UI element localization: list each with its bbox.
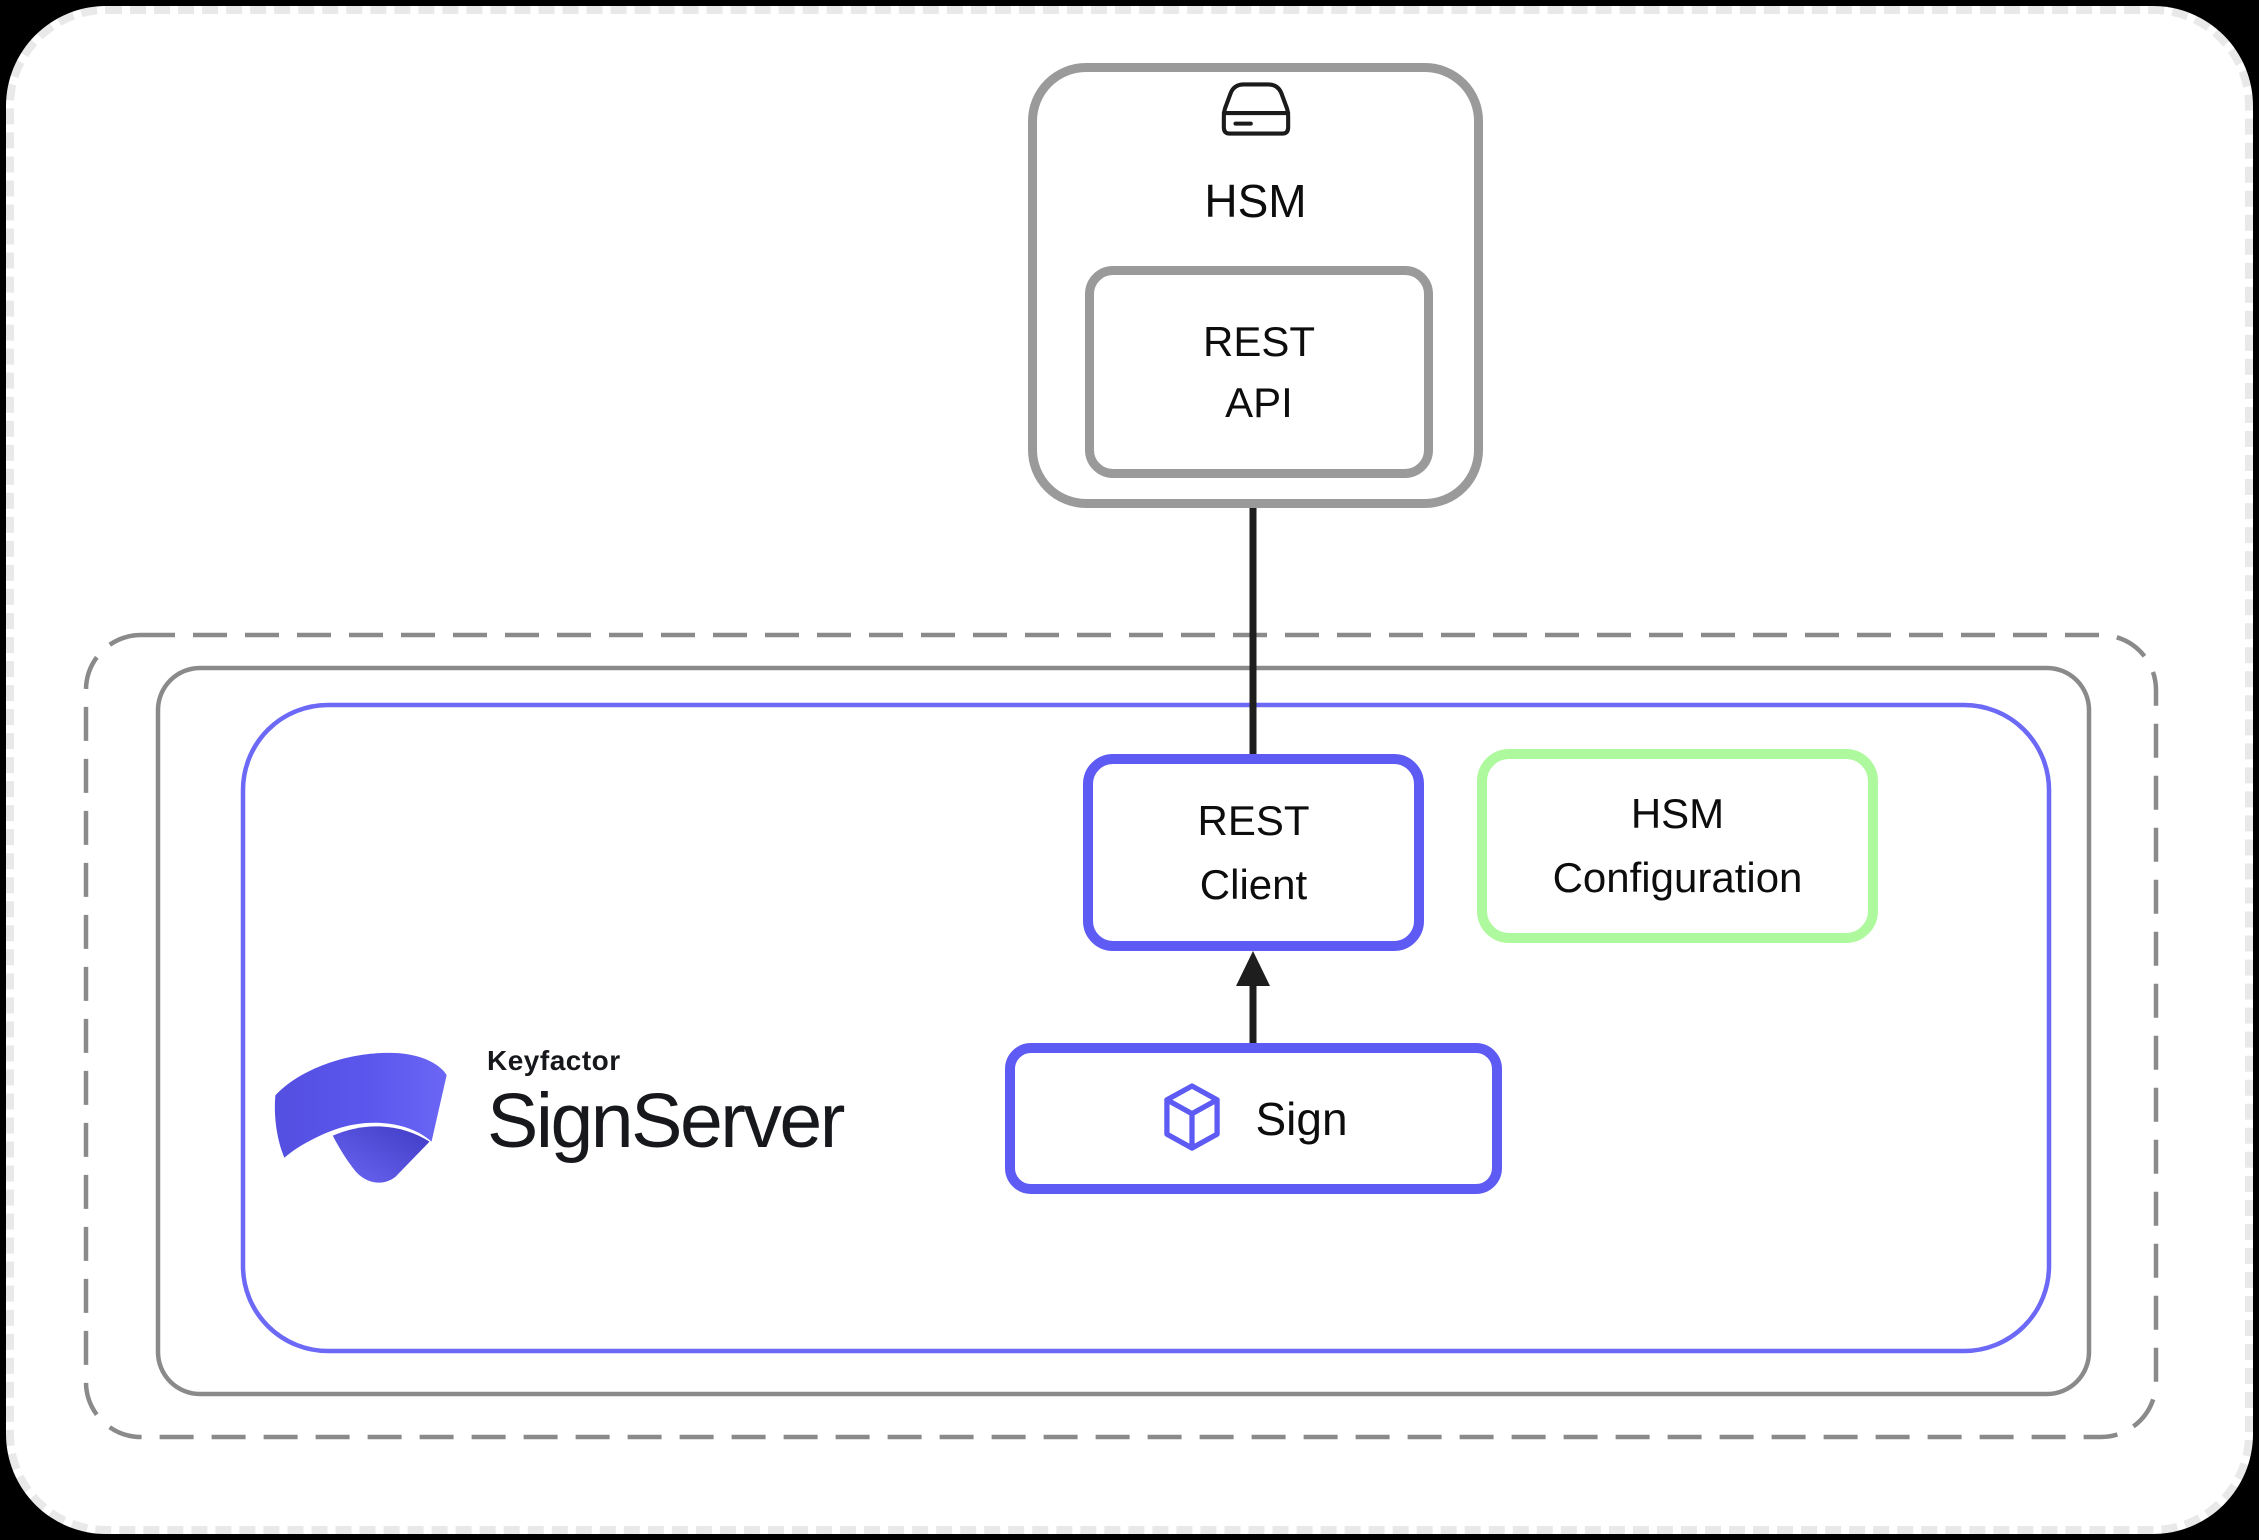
cube-icon	[1164, 1082, 1221, 1151]
signserver-app-container-box	[240, 702, 2052, 1354]
rest-api-label-line2: API	[1225, 379, 1293, 426]
hsm-configuration-label-line1: HSM	[1630, 790, 1725, 837]
rest-client-label-line1: REST	[1197, 796, 1310, 844]
sign-box: Sign	[1005, 1043, 1502, 1194]
drive-icon	[1221, 82, 1290, 136]
rest-api-box: REST API	[1085, 266, 1433, 478]
hsm-icon-wrap	[1037, 78, 1474, 140]
rest-client-box: REST Client	[1083, 754, 1424, 951]
keyfactor-signserver-logo: Keyfactor SignServer	[487, 1044, 845, 1164]
hsm-configuration-box: HSM Configuration	[1477, 749, 1878, 943]
keyfactor-ribbon-icon	[274, 1052, 447, 1183]
logo-company-name: Keyfactor	[487, 1045, 621, 1076]
rest-client-label-line2: Client	[1199, 860, 1308, 908]
sign-label: Sign	[1255, 1092, 1348, 1145]
hsm-box: HSM REST API	[1028, 63, 1483, 508]
rest-api-label-line1: REST	[1202, 318, 1315, 365]
host-container-box	[155, 665, 2092, 1397]
outer-dashed-boundary-box	[83, 632, 2159, 1440]
arrow-sign-to-rest-client	[1236, 951, 1270, 1043]
logo-product-name: SignServer	[487, 1078, 845, 1164]
hsm-configuration-label-line2: Configuration	[1552, 854, 1803, 901]
hsm-label: HSM	[1204, 175, 1307, 227]
